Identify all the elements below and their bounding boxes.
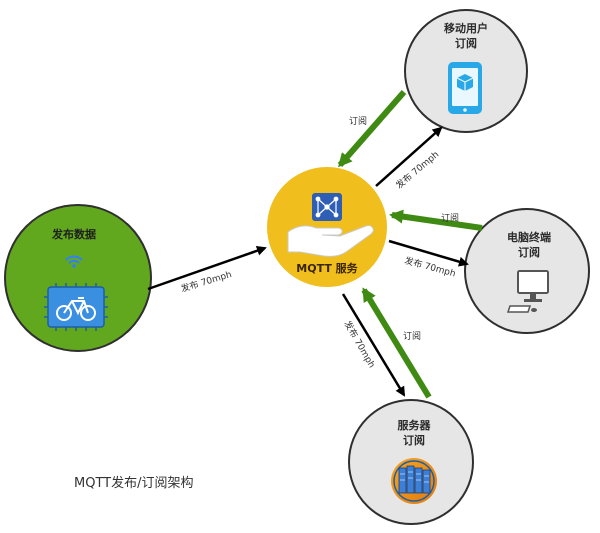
edge-label-publish-mobile: 发布 70mph: [393, 148, 441, 191]
desktop-title-line2: 订阅: [518, 245, 540, 259]
mobile-node: 移动用户 订阅: [404, 9, 528, 133]
broker-node: MQTT 服务: [267, 167, 387, 287]
server-rack-icon: [391, 458, 437, 504]
desktop-computer-icon: [506, 270, 549, 313]
mobile-title-line1: 移动用户: [444, 21, 488, 35]
edge-label-publish-in: 发布 70mph: [179, 268, 233, 295]
edge-label-subscribe-server: 订阅: [403, 331, 421, 342]
edge-publish-mobile: [375, 126, 443, 187]
edge-publish-in: [147, 245, 267, 291]
publisher-title: 发布数据: [51, 227, 96, 241]
publisher-node: 发布数据: [4, 204, 152, 352]
smartphone-icon: [448, 62, 482, 114]
hand-network-icon: [287, 193, 374, 257]
edge-label-subscribe-desktop: 订阅: [441, 213, 459, 224]
edge-subscribe-server: [361, 287, 432, 399]
bicycle-chip-icon: [44, 283, 108, 331]
desktop-title-line1: 电脑终端: [507, 230, 551, 244]
mobile-title-line2: 订阅: [455, 36, 477, 50]
diagram-caption: MQTT发布/订阅架构: [74, 475, 193, 491]
server-node: 服务器 订阅: [348, 399, 474, 525]
wifi-icon: [65, 255, 83, 268]
edge-publish-desktop: [388, 239, 469, 267]
server-title-line1: 服务器: [398, 418, 432, 432]
broker-title: MQTT 服务: [296, 261, 358, 275]
server-title-line2: 订阅: [403, 433, 425, 447]
edge-publish-server: [341, 293, 406, 397]
desktop-node: 电脑终端 订阅: [464, 208, 590, 334]
edge-label-subscribe-mobile: 订阅: [349, 116, 367, 127]
edge-subscribe-desktop: [389, 209, 483, 231]
edge-subscribe-mobile: [337, 90, 407, 168]
